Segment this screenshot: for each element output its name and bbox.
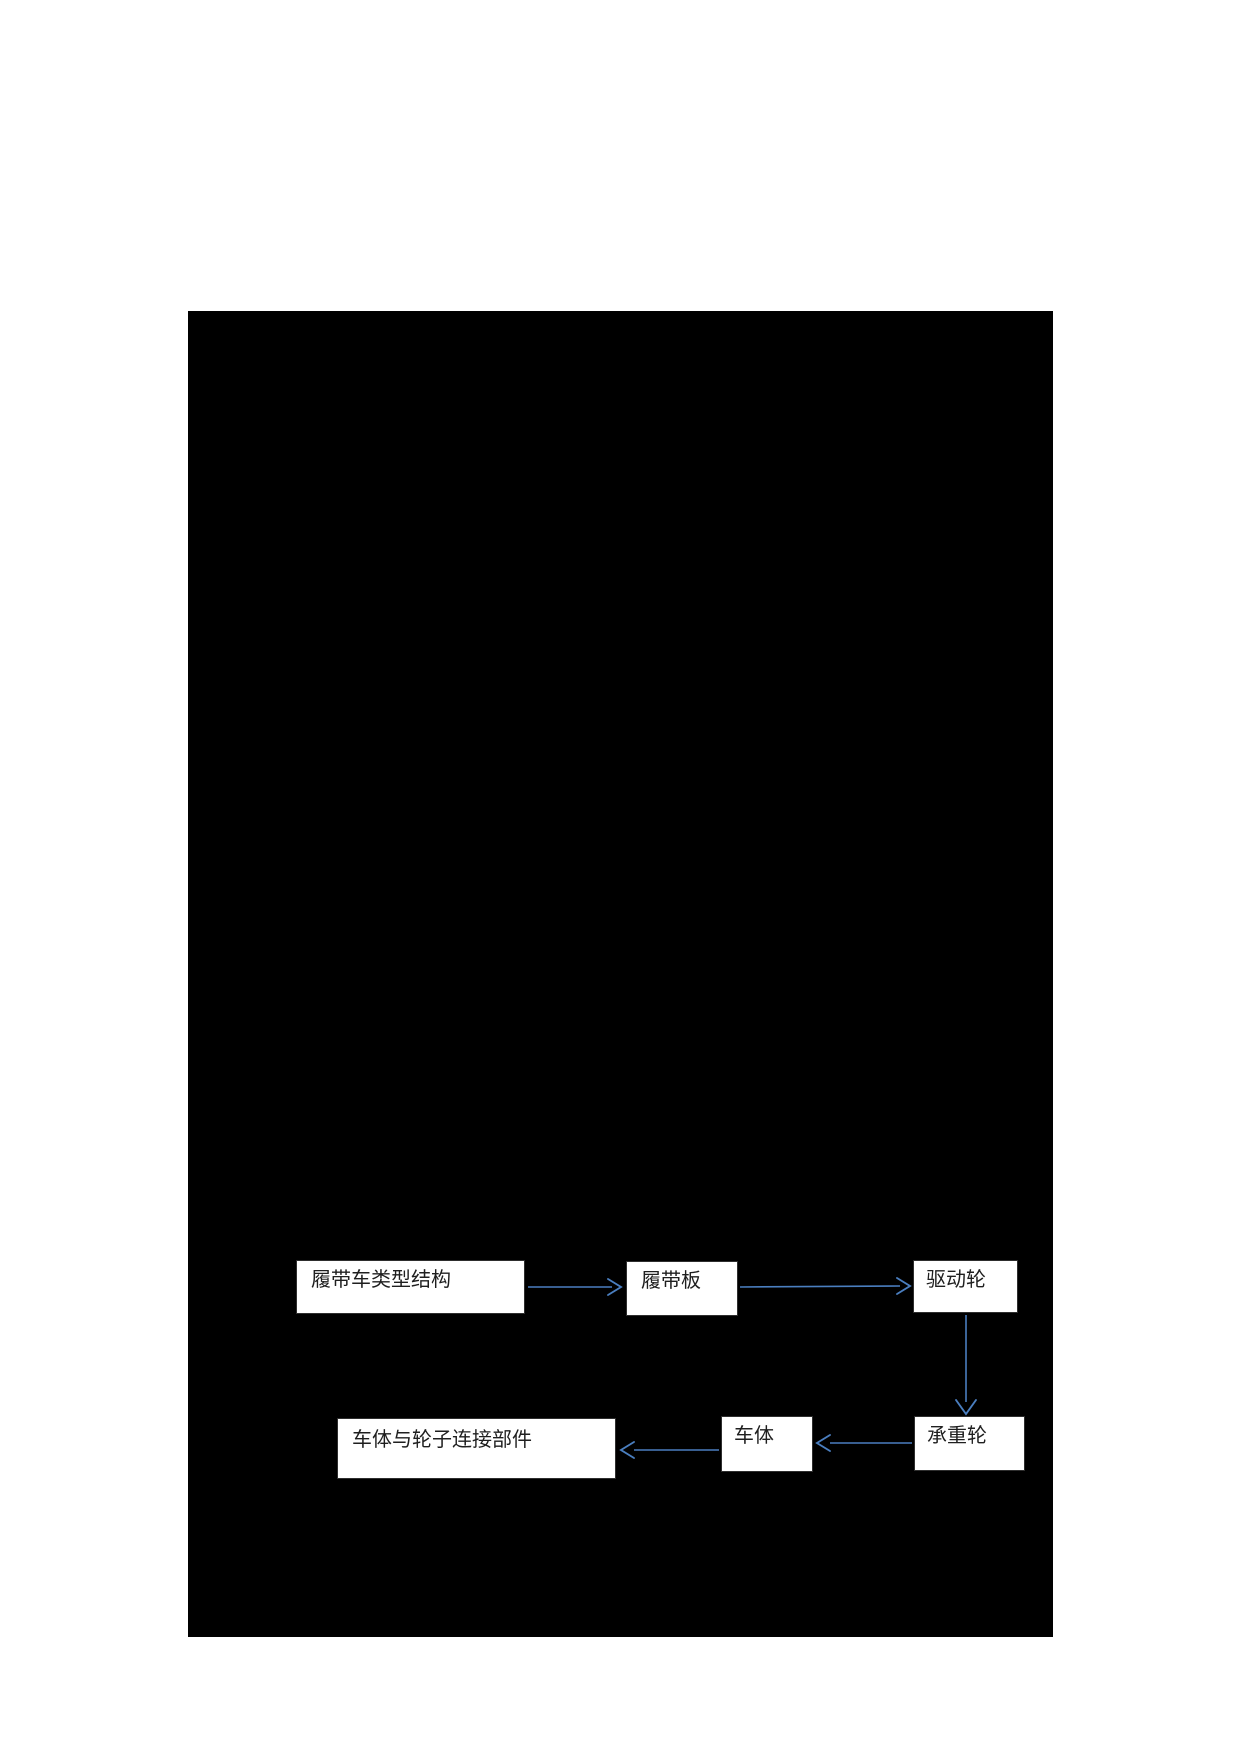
diagram-black-background: 履带车类型结构 履带板 驱动轮 车体与轮子连接部件 车体 承重轮 bbox=[188, 311, 1053, 1637]
node-drive-wheel: 驱动轮 bbox=[913, 1260, 1018, 1313]
arrow-road-wheel-to-vehicle-body bbox=[815, 1434, 912, 1452]
node-track-vehicle-type-structure: 履带车类型结构 bbox=[296, 1260, 525, 1314]
arrow-track-plate-to-drive-wheel bbox=[739, 1277, 912, 1295]
node-label: 履带车类型结构 bbox=[311, 1269, 451, 1291]
connector-arrows bbox=[528, 1277, 977, 1459]
node-label: 驱动轮 bbox=[926, 1269, 986, 1291]
node-road-wheel: 承重轮 bbox=[914, 1416, 1025, 1471]
node-body-wheel-connection: 车体与轮子连接部件 bbox=[337, 1418, 616, 1479]
node-label: 车体 bbox=[734, 1425, 774, 1447]
node-label: 车体与轮子连接部件 bbox=[352, 1429, 532, 1451]
node-label: 履带板 bbox=[641, 1270, 701, 1292]
node-track-plate: 履带板 bbox=[626, 1261, 738, 1316]
arrow-drive-wheel-to-road-wheel bbox=[955, 1315, 977, 1416]
node-vehicle-body: 车体 bbox=[721, 1416, 813, 1472]
arrow-vehicle-body-to-connection bbox=[619, 1441, 719, 1459]
arrow-structure-to-track-plate bbox=[528, 1278, 623, 1296]
node-label: 承重轮 bbox=[927, 1425, 987, 1447]
